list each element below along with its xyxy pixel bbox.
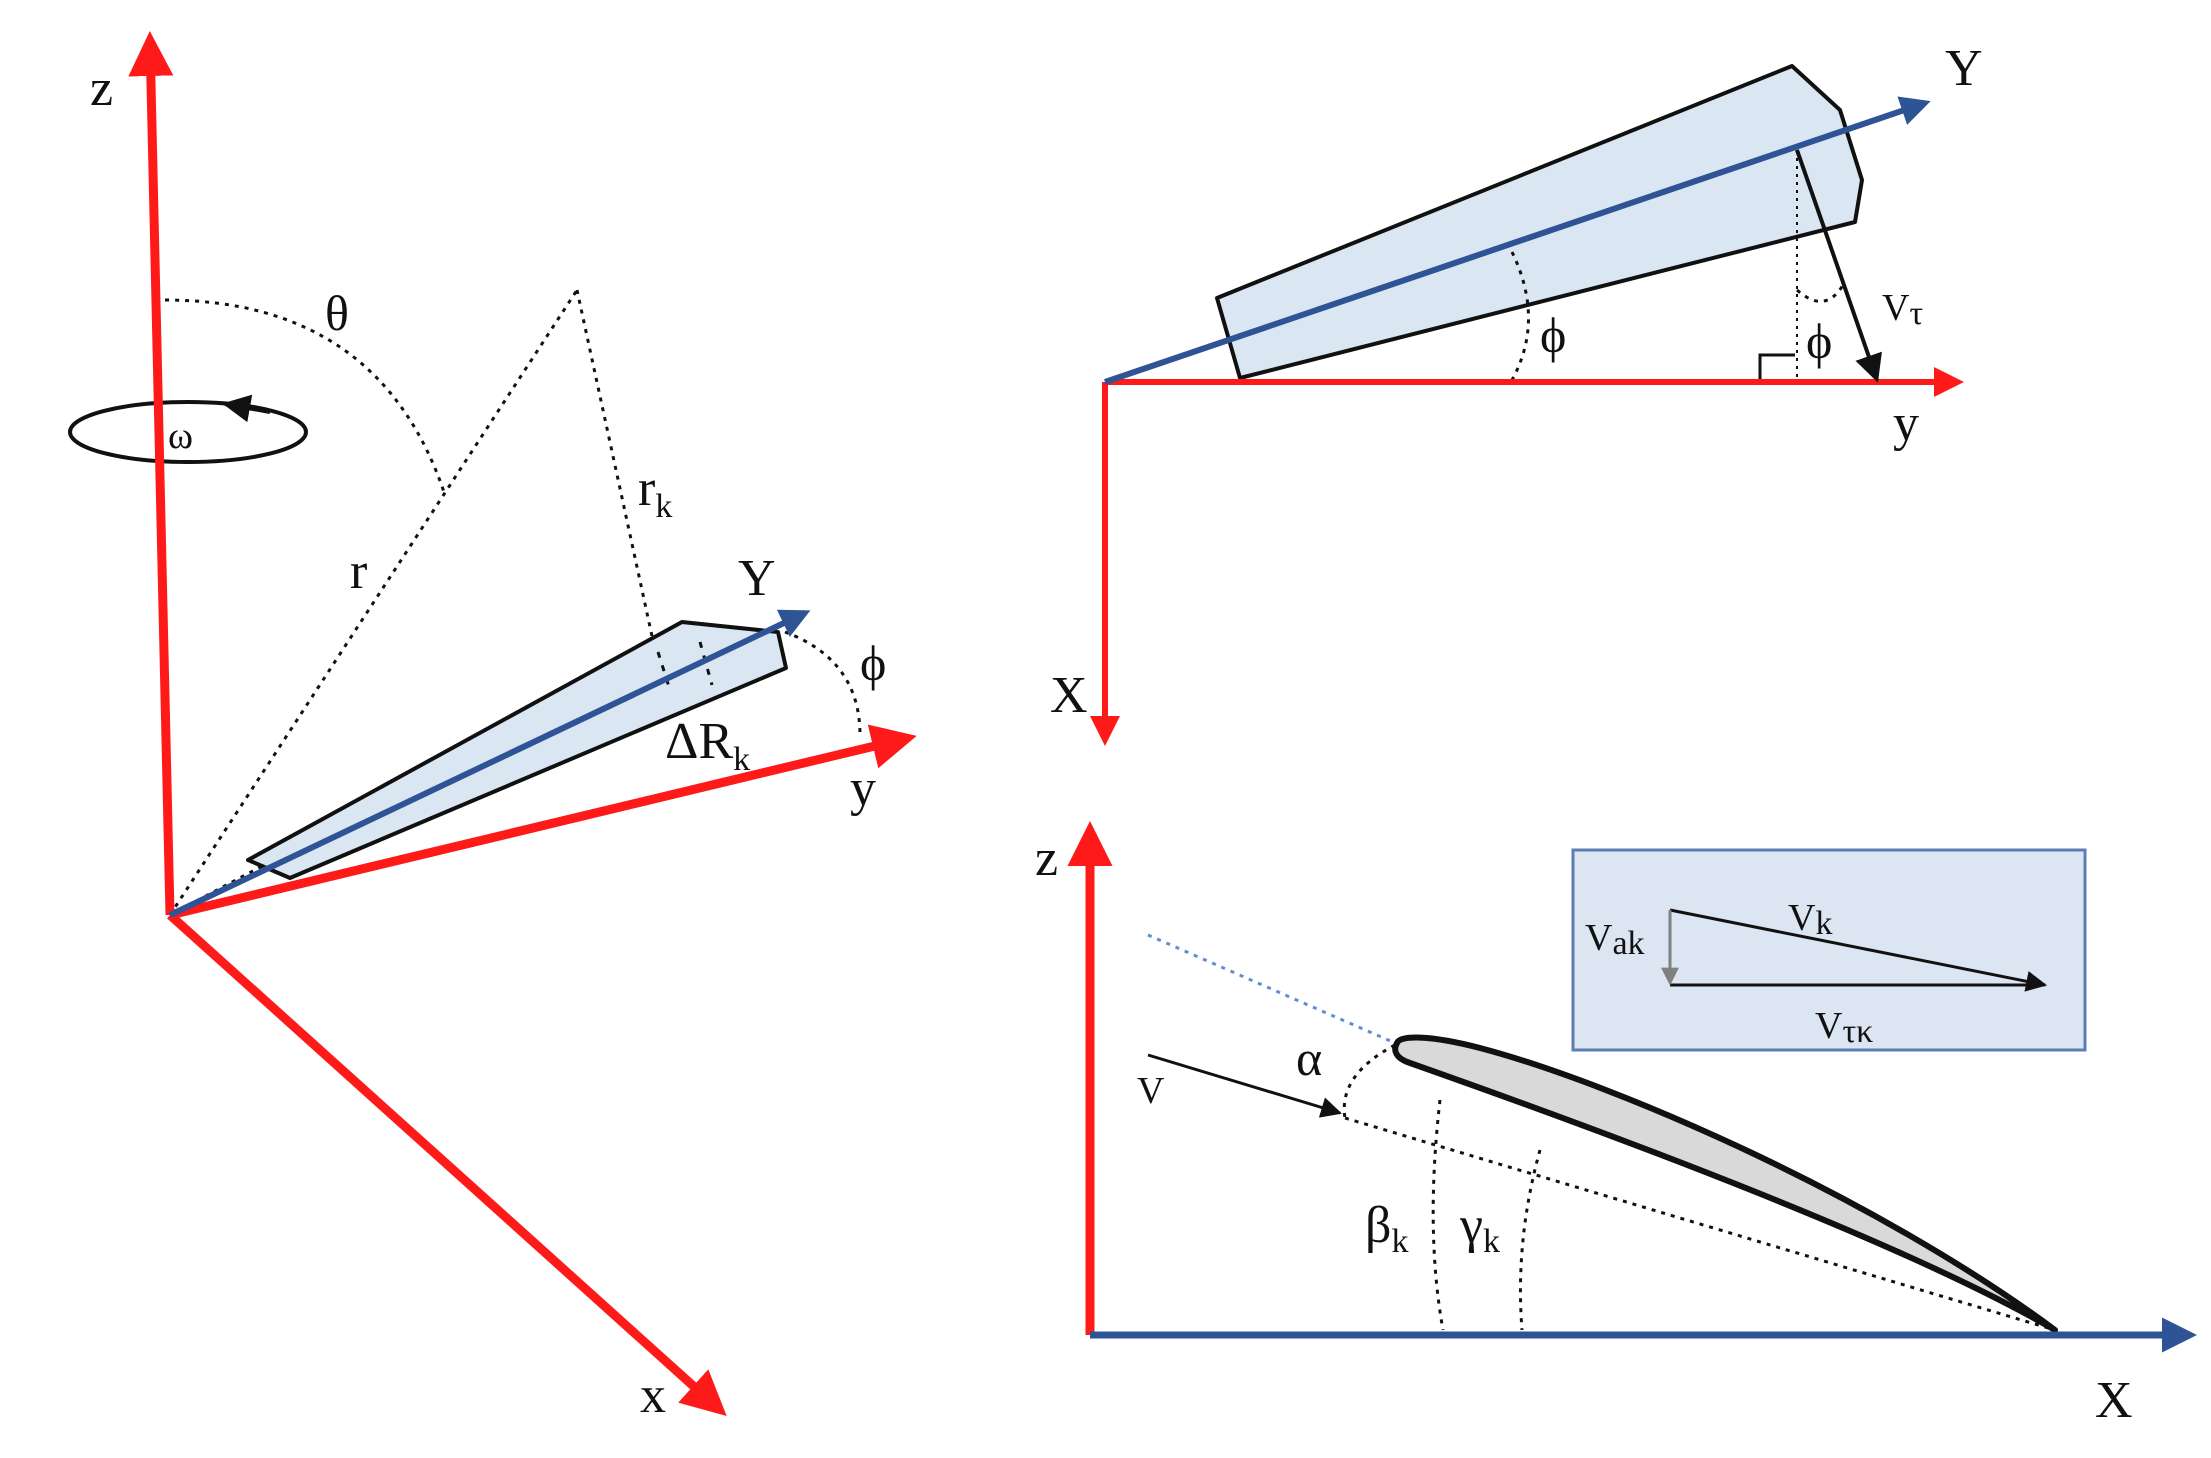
phi-label-left: ϕ [860, 635, 886, 691]
blade-Y-axis-left [168, 609, 811, 918]
v-arrow [1147, 1053, 1343, 1118]
x-axis-label-top-right: X [1050, 667, 1088, 724]
x-axis-label-bottom-right: X [2095, 1372, 2133, 1429]
airfoil [1392, 1034, 2058, 1333]
blade-Y-axis-top-right [1104, 96, 1931, 385]
y-axis-label-left: y [850, 760, 876, 817]
vak-label: Vak [1585, 917, 1645, 962]
theta-arc [164, 298, 447, 496]
theta-label: θ [325, 285, 349, 341]
z-axis-label-bottom-right: z [1035, 830, 1058, 887]
phi-label-tr-left: ϕ [1540, 307, 1566, 363]
z-axis-label-left: z [90, 60, 113, 117]
rk-line [575, 289, 657, 651]
delta-R-label: ΔRk [665, 713, 750, 778]
blade-Y-label-left: Y [738, 550, 776, 607]
vk-label: Vk [1788, 897, 1832, 942]
gamma-arc [1518, 1149, 1542, 1331]
x-axis-label-left: x [640, 1367, 666, 1424]
beta-label: βk [1365, 1197, 1408, 1260]
right-angle-marker [1758, 353, 1795, 382]
v-tau-label: Vτ [1882, 287, 1923, 332]
r-vector-line [168, 289, 579, 916]
alpha-arc [1342, 1043, 1396, 1119]
blade-Y-label-top-right: Y [1945, 40, 1983, 97]
chord-extension-line [1147, 933, 1396, 1045]
y-axis-left [168, 724, 917, 920]
z-axis-left [128, 31, 175, 916]
v-label: V [1137, 1070, 1165, 1112]
r-label: r [350, 543, 367, 600]
gamma-label: γk [1459, 1197, 1500, 1260]
omega-label: ω [168, 415, 193, 457]
phi-label-tr-right: ϕ [1806, 313, 1832, 369]
phi-arc-left [784, 630, 862, 736]
top-right-panel: Y y X ϕ ϕ Vτ [1050, 40, 1983, 746]
bottom-right-panel: z X V α βk γk Vk Vak Vτκ [1035, 821, 2197, 1429]
velocity-triangle-inset [1571, 848, 2087, 1052]
vtk-label: Vτκ [1815, 1005, 1873, 1050]
phi-arc-tr-right [1796, 284, 1845, 303]
v-tau-arrow [1795, 149, 1882, 383]
rk-label: rk [638, 460, 672, 525]
omega-arrow [222, 394, 271, 423]
y-axis-label-top-right: y [1893, 395, 1919, 452]
left-panel: z x y Y θ ω r rk ϕ ΔRk [68, 31, 917, 1424]
x-axis-left [166, 911, 727, 1417]
blade-top-view [1215, 64, 1864, 380]
vk-arrow [1669, 908, 2048, 992]
blade-element-tick-1 [656, 651, 672, 691]
rotation-ellipse [68, 400, 308, 464]
chord-line [1344, 1116, 2056, 1332]
alpha-label: α [1296, 1030, 1322, 1086]
beta-arc [1431, 1099, 1445, 1331]
